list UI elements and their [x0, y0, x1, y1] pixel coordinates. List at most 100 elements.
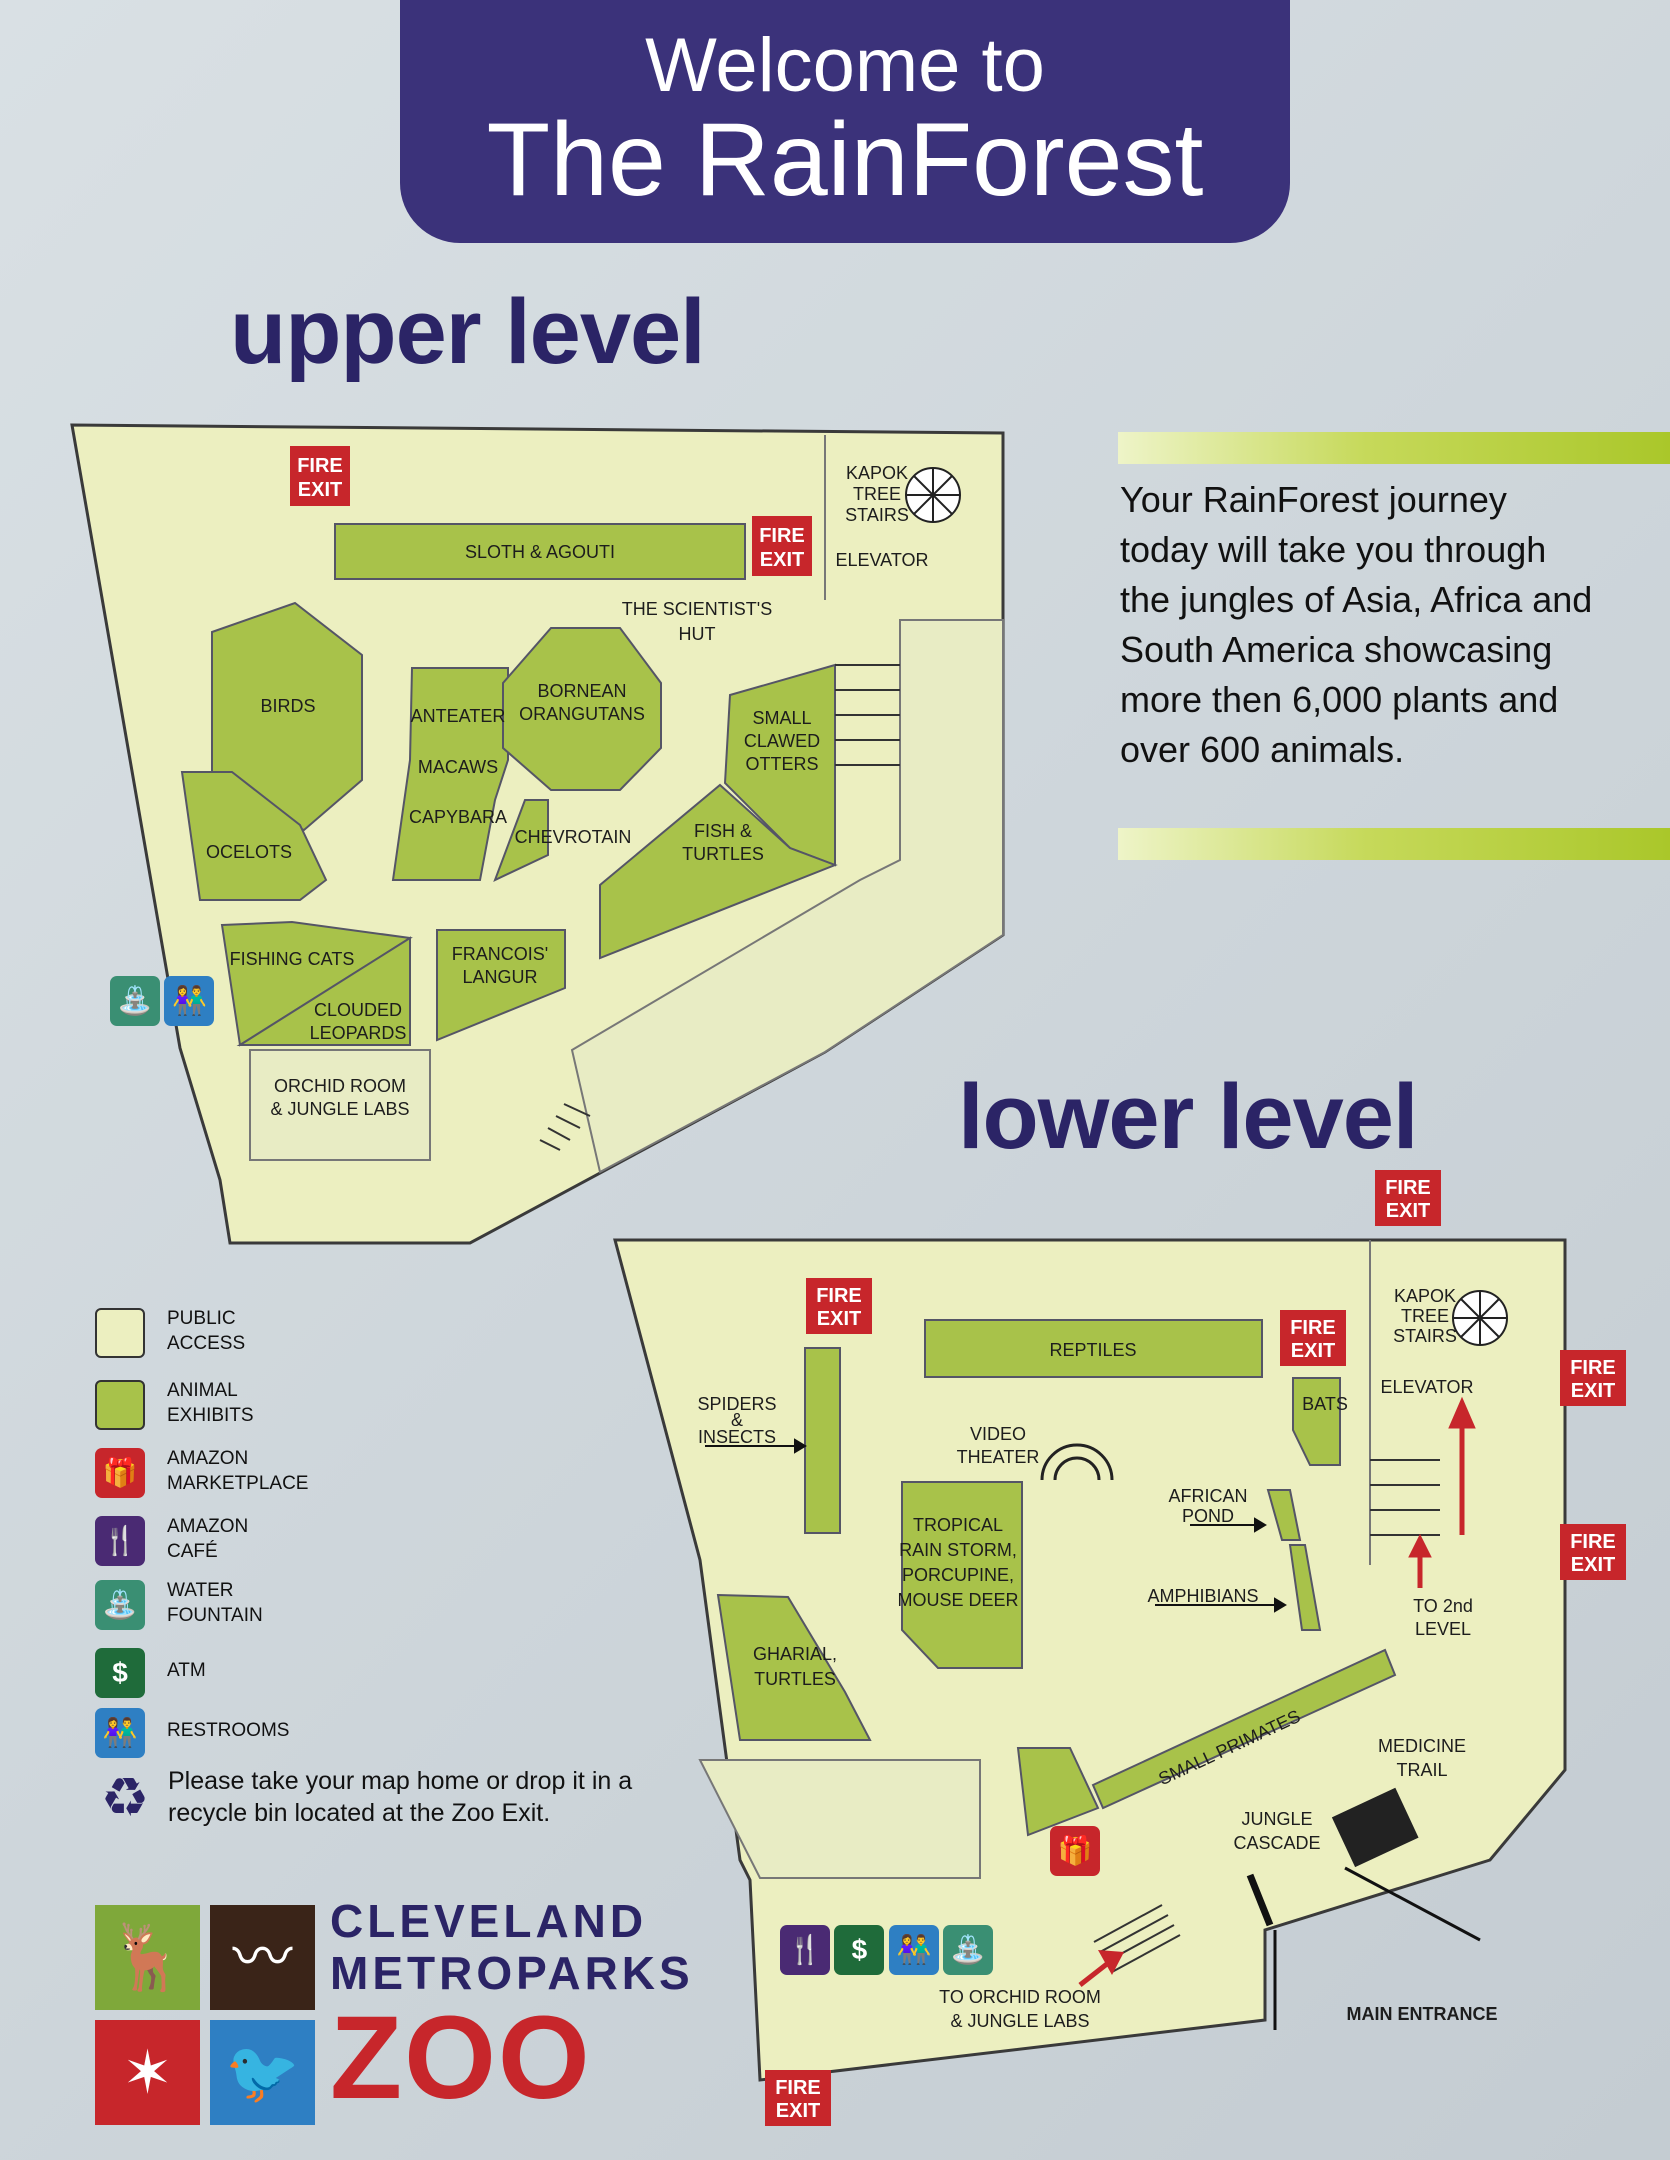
svg-text:EXIT: EXIT	[760, 549, 804, 571]
lower-amenities: 🍴 $ 👫 ⛲	[780, 1925, 994, 1975]
svg-text:EXIT: EXIT	[817, 1308, 861, 1330]
arrow-to-2nd-level-icon	[1408, 1396, 1476, 1588]
intro-text: Your RainForest journey today will take …	[1120, 479, 1593, 770]
label-tropical-4: MOUSE DEER	[897, 1590, 1018, 1610]
exhibit-sloth[interactable]	[334, 523, 746, 580]
svg-text:EXIT: EXIT	[298, 479, 342, 501]
legend-atm: $ ATM	[95, 1640, 655, 1700]
lower-level-title: lower level	[958, 1066, 1418, 1168]
kapok-icon	[905, 467, 961, 523]
label-sloth: SLOTH & AGOUTI	[465, 542, 615, 562]
svg-text:FIRE: FIRE	[1570, 1357, 1616, 1379]
label-otters-2: CLAWED	[744, 731, 820, 751]
lower-stairs	[1370, 1459, 1440, 1536]
exhibit-near-marketplace[interactable]	[1016, 1747, 1100, 1837]
marketplace-map-marker: 🎁	[1050, 1826, 1100, 1876]
upper-stairs-right	[835, 664, 900, 766]
exhibit-fish-turtles[interactable]	[599, 783, 838, 960]
intro-bar-bottom	[1118, 828, 1670, 860]
restroom-icon: 👫	[95, 1708, 145, 1758]
label-orangutans-1: BORNEAN	[537, 681, 626, 701]
label-elevator: ELEVATOR	[835, 550, 928, 570]
exhibit-tropical[interactable]	[901, 1481, 1023, 1669]
header-banner: Welcome to The RainForest	[400, 0, 1290, 243]
upper-side-corridor	[570, 619, 1004, 1174]
bird-icon: 🐦	[210, 2020, 315, 2125]
orchid-room[interactable]	[249, 1049, 431, 1161]
exhibit-chevrotain[interactable]	[493, 799, 549, 882]
label-tropical-3: PORCUPINE,	[902, 1565, 1014, 1585]
label-kapok-3: STAIRS	[845, 505, 909, 525]
label-langur-1: FRANCOIS'	[452, 944, 548, 964]
label-otters-1: SMALL	[752, 708, 811, 728]
label-lower-kapok-1: KAPOK	[1394, 1286, 1456, 1306]
exhibit-gharial[interactable]	[716, 1593, 872, 1741]
label-bats: BATS	[1302, 1394, 1348, 1414]
deer-icon: 🦌	[95, 1905, 200, 2010]
label-kapok-1: KAPOK	[846, 463, 908, 483]
swatch-public	[95, 1308, 145, 1358]
exhibit-clouded-leopards[interactable]	[236, 936, 411, 1046]
svg-text:FIRE: FIRE	[775, 2077, 821, 2099]
video-theater-icon	[1040, 1443, 1114, 1481]
label-cascade-2: CASCADE	[1233, 1833, 1320, 1853]
jungle-cascade-block	[1331, 1787, 1419, 1868]
svg-text:FIRE: FIRE	[297, 455, 343, 477]
restroom-icon: 👫	[164, 976, 215, 1026]
label-to-orchid-1: TO ORCHID ROOM	[939, 1987, 1101, 2007]
lower-level-map: REPTILES BATS ELEVATOR KAPOK TREE STAIRS…	[613, 1170, 1626, 2126]
exhibit-langur[interactable]	[436, 929, 566, 1042]
label-video-1: VIDEO	[970, 1424, 1026, 1444]
label-fish-2: TURTLES	[682, 844, 764, 864]
water-fountain-icon: ⛲	[943, 1925, 994, 1975]
label-kapok-2: TREE	[853, 484, 901, 504]
label-medicine-2: TRAIL	[1396, 1760, 1447, 1780]
label-ocelots: OCELOTS	[206, 842, 292, 862]
exhibit-ocelots[interactable]	[180, 771, 328, 901]
label-macaws: MACAWS	[418, 757, 498, 777]
exhibit-reptiles[interactable]	[924, 1319, 1263, 1378]
label-video-2: THEATER	[957, 1447, 1040, 1467]
label-fish-1: FISH &	[694, 821, 752, 841]
label-lower-kapok-3: STAIRS	[1393, 1326, 1457, 1346]
exhibit-african-pond[interactable]	[1266, 1489, 1302, 1541]
intro-bar-top	[1118, 432, 1670, 464]
label-orangutans-2: ORANGUTANS	[519, 704, 645, 724]
pointer-arrows	[705, 1438, 1287, 1613]
label-gharial-1: GHARIAL,	[753, 1644, 837, 1664]
label-to2nd-1: TO 2nd	[1413, 1596, 1473, 1616]
upper-amenities: ⛲ 👫	[110, 976, 215, 1026]
label-lower-kapok-2: TREE	[1401, 1306, 1449, 1326]
dollar-icon: $	[95, 1648, 145, 1698]
label-amphibians: AMPHIBIANS	[1147, 1586, 1258, 1606]
swatch-animal	[95, 1380, 145, 1430]
lower-kapok-icon	[1452, 1290, 1508, 1346]
upper-level-map: SLOTH & AGOUTI THE SCIENTIST'S HUT BIRDS…	[70, 423, 1005, 1245]
label-otters-3: OTTERS	[745, 754, 818, 774]
arrow-to-orchid-icon	[1078, 1950, 1124, 1987]
header-line1: Welcome to	[645, 23, 1045, 108]
label-cascade-1: JUNGLE	[1241, 1809, 1312, 1829]
utensils-icon: 🍴	[780, 1925, 830, 1975]
label-spiders-3: INSECTS	[698, 1427, 776, 1447]
logo-line1: CLEVELAND	[330, 1895, 648, 1947]
exhibit-amphibians[interactable]	[1288, 1544, 1322, 1631]
gift-icon[interactable]: 🎁	[1050, 1826, 1100, 1876]
exhibit-bats[interactable]	[1292, 1377, 1341, 1466]
exhibit-small-primates[interactable]	[1091, 1648, 1397, 1810]
utensils-icon: 🍴	[95, 1516, 145, 1566]
exhibit-spiders[interactable]	[804, 1347, 841, 1534]
label-orchid-1: ORCHID ROOM	[274, 1076, 406, 1096]
label-african-1: AFRICAN	[1168, 1486, 1247, 1506]
exhibit-orangutans[interactable]	[502, 627, 662, 791]
label-african-2: POND	[1182, 1506, 1234, 1526]
